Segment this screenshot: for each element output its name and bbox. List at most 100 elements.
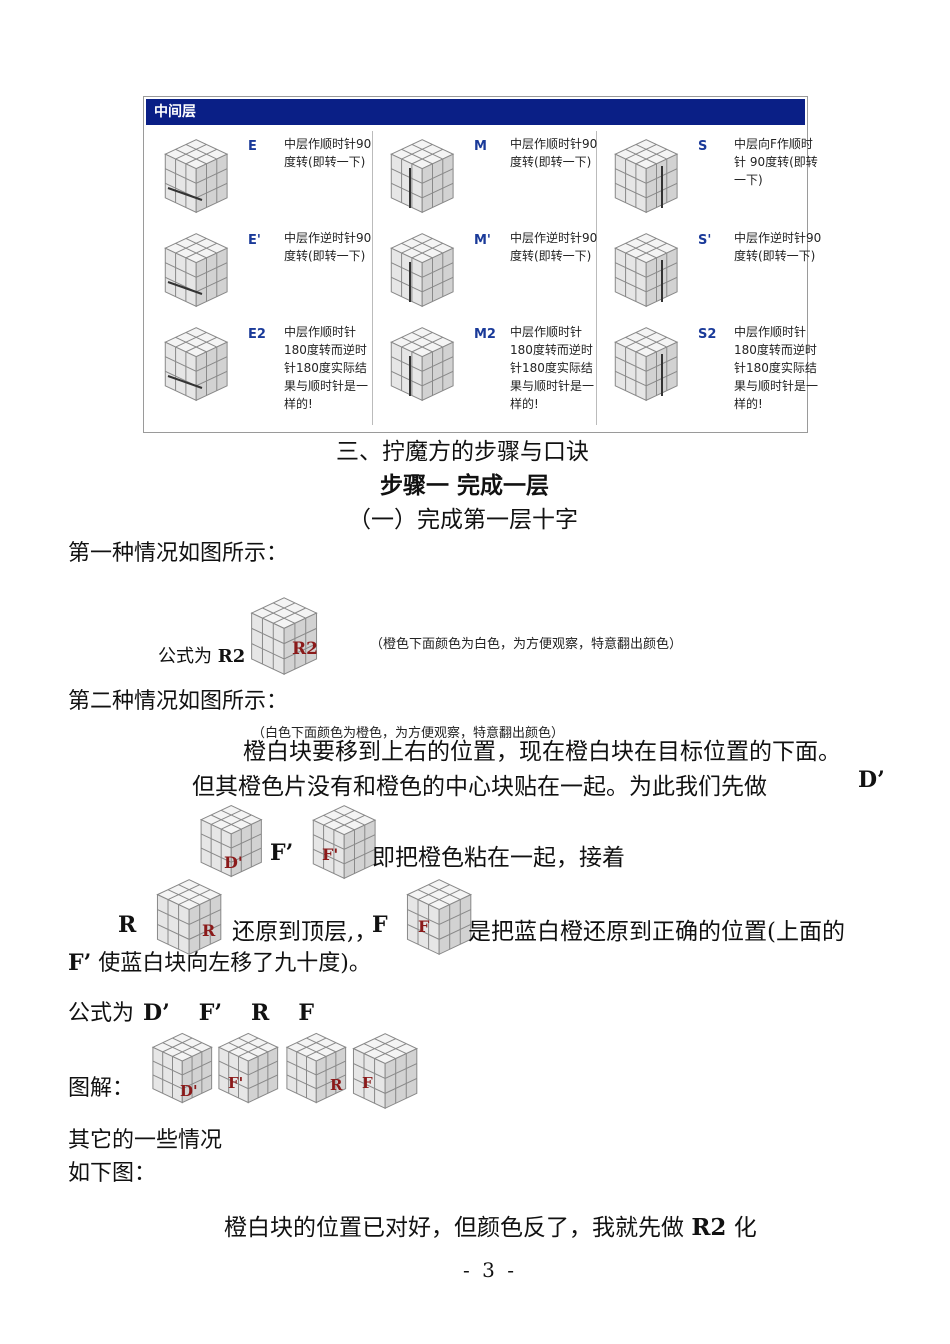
section-title: 三、拧魔方的步骤与口诀 xyxy=(336,439,589,465)
cube-icon xyxy=(199,804,263,878)
last-para-move: R2 xyxy=(691,1214,727,1241)
table-header: 中间层 xyxy=(146,99,805,125)
cube-icon xyxy=(352,1033,418,1110)
move-cell: E2 中层作顺时针180度转而逆时针180度实际结果与顺时针是一样的! xyxy=(150,319,370,414)
others-line2: 如下图： xyxy=(68,1161,157,1186)
cube-icon xyxy=(312,805,377,880)
formula-prefix: 公式为 xyxy=(68,1001,135,1026)
cube-move-icon xyxy=(164,139,229,214)
cube-icon xyxy=(151,1032,213,1104)
cube-move-icon xyxy=(614,233,679,308)
case2-line3: 即把橙色粘在一起，接着 xyxy=(372,845,625,871)
cube-label: F' xyxy=(228,1074,243,1092)
sub-title: （一）完成第一层十字 xyxy=(348,507,578,533)
cube-f-diagram: F' xyxy=(312,805,377,880)
column-divider xyxy=(372,131,373,425)
others-line1: 其它的一些情况 xyxy=(68,1128,223,1153)
formula-move-3: R xyxy=(251,1000,270,1026)
cube-d-diagram: D' xyxy=(199,804,263,878)
case2-note: （白色下面颜色为橙色，为方便观察，特意翻出颜色） xyxy=(252,726,565,741)
cube-icon xyxy=(285,1032,347,1104)
cube-icon xyxy=(217,1032,279,1104)
cube-move-icon xyxy=(614,139,679,214)
move-f-prime: F’ xyxy=(270,840,294,866)
move-description: 中层作顺时针90 度转(即转一下) xyxy=(284,137,372,169)
formula-move: R2 xyxy=(217,646,246,667)
case2-intro: 第二种情况如图所示： xyxy=(68,689,289,714)
move-cell: E' 中层作逆时针90度转(即转一下) xyxy=(150,225,372,320)
cube-label: F xyxy=(418,917,430,936)
page-number: - 3 - xyxy=(463,1258,517,1282)
move-description: 中层作顺时针180度转而逆时针180度实际结果与顺时针是一样的! xyxy=(510,325,595,411)
move-code: E' xyxy=(248,233,261,248)
cube-move-icon xyxy=(614,327,679,402)
move-cell: S 中层向F作顺时针 90度转(即转一下) xyxy=(600,131,820,226)
case2-line5: F’ 使蓝白块向左移了九十度)。 xyxy=(68,945,371,977)
move-cell: M' 中层作逆时针90度转(即转一下) xyxy=(376,225,598,320)
move-description: 中层向F作顺时针 90度转(即转一下) xyxy=(734,137,818,187)
move-cell: E 中层作顺时针90 度转(即转一下) xyxy=(150,131,372,226)
move-code: S' xyxy=(698,233,712,248)
case2-formula: 公式为 D’ F’ R F xyxy=(68,995,314,1027)
formula-prefix: 公式为 xyxy=(158,646,212,667)
case2-line5-text: 使蓝白块向左移了九十度)。 xyxy=(98,951,371,976)
cube-icon xyxy=(250,597,318,675)
cube-label: D' xyxy=(224,853,243,872)
case2-line1: 橙白块要移到上右的位置，现在橙白块在目标位置的下面。 xyxy=(243,739,841,765)
diagram-cube-4: F xyxy=(352,1033,418,1110)
diagram-cube-2: F' xyxy=(217,1032,279,1104)
last-para-text: 橙白块的位置已对好，但颜色反了，我就先做 xyxy=(224,1215,684,1241)
move-description: 中层作逆时针90度转(即转一下) xyxy=(734,231,822,263)
cube-move-icon xyxy=(390,139,455,214)
cube-f2-diagram: F xyxy=(406,879,472,956)
move-f-prime-2: F’ xyxy=(68,950,92,976)
move-description: 中层作逆时针90度转(即转一下) xyxy=(284,231,372,263)
formula-move-4: F xyxy=(298,1000,314,1026)
move-cell: M2 中层作顺时针180度转而逆时针180度实际结果与顺时针是一样的! xyxy=(376,319,596,414)
move-d-prime: D’ xyxy=(858,767,885,793)
case2-line4a: 还原到顶层,， xyxy=(232,919,378,945)
case1-note: （橙色下面颜色为白色，为方便观察，特意翻出颜色） xyxy=(370,637,683,652)
move-code: M2 xyxy=(474,327,496,342)
diagram-cube-1: D' xyxy=(151,1032,213,1104)
diagram-cube-3: R xyxy=(285,1032,347,1104)
formula-move-1: D’ xyxy=(143,1000,170,1026)
diagram-label: 图解： xyxy=(68,1076,135,1101)
move-code: M xyxy=(474,139,487,154)
case2-line4b: 是把蓝白橙还原到正确的位置(上面的 xyxy=(468,919,845,945)
cube-r-diagram: R xyxy=(156,879,222,956)
column-divider xyxy=(596,131,597,425)
cube-label: F xyxy=(362,1074,373,1092)
move-code: S xyxy=(698,139,708,154)
cube-icon xyxy=(156,879,222,956)
last-paragraph: 橙白块的位置已对好，但颜色反了，我就先做 R2 化 xyxy=(224,1208,757,1242)
formula-move-2: F’ xyxy=(198,1000,223,1026)
cube-move-icon xyxy=(390,233,455,308)
cube-r2-diagram: R2 xyxy=(250,597,318,675)
move-code: E xyxy=(248,139,257,154)
last-para-tail: 化 xyxy=(733,1215,757,1241)
move-f: F xyxy=(372,912,388,938)
move-cell: S' 中层作逆时针90度转(即转一下) xyxy=(600,225,822,320)
move-r: R xyxy=(118,912,137,938)
diagram-strip: D' F' R F xyxy=(146,1030,428,1120)
move-description: 中层作顺时针180度转而逆时针180度实际结果与顺时针是一样的! xyxy=(284,325,369,411)
move-code: M' xyxy=(474,233,491,248)
move-code: E2 xyxy=(248,327,266,342)
cube-label: R2 xyxy=(292,639,318,659)
cube-move-icon xyxy=(164,327,229,402)
case2-line2: 但其橙色片没有和橙色的中心块贴在一起。为此我们先做 xyxy=(192,774,767,800)
move-code: S2 xyxy=(698,327,717,342)
cube-label: R xyxy=(202,921,216,940)
case1-formula: 公式为 R2 xyxy=(158,642,245,668)
cube-move-icon xyxy=(390,327,455,402)
cube-label: F' xyxy=(322,845,338,864)
move-description: 中层作逆时针90度转(即转一下) xyxy=(510,231,598,263)
case1-intro: 第一种情况如图所示： xyxy=(68,541,289,566)
step-title: 步骤一 完成一层 xyxy=(380,473,550,499)
cube-label: D' xyxy=(180,1082,198,1100)
cube-label: R xyxy=(330,1076,343,1094)
